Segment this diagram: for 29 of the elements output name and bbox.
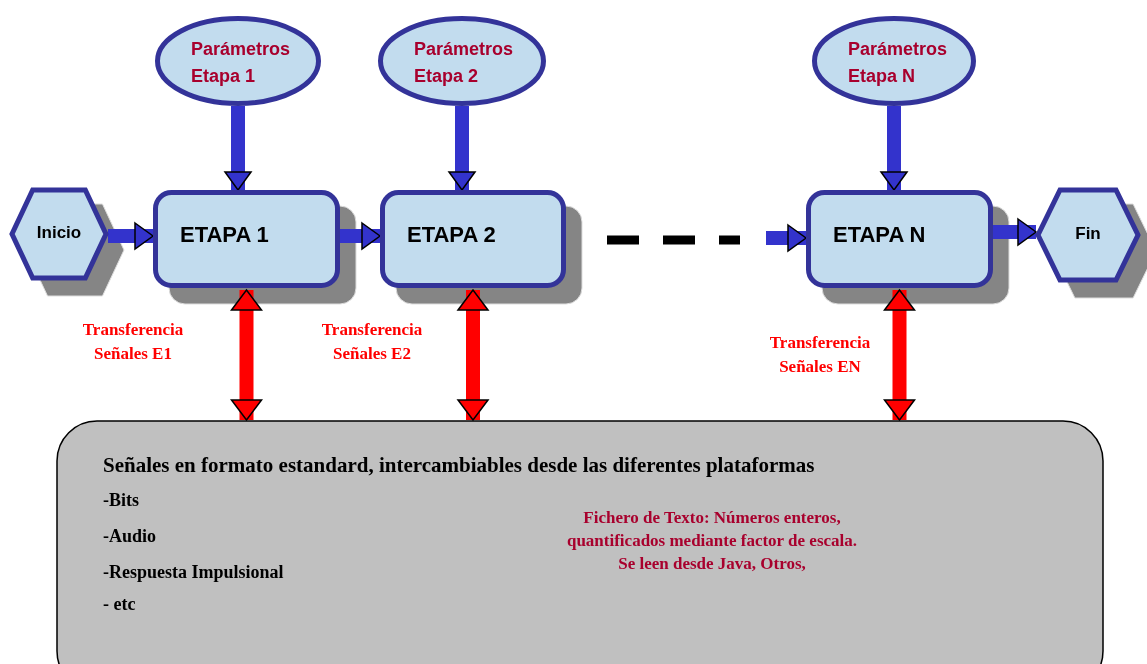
process-box — [153, 190, 340, 288]
node-label: Parámetros Etapa 1 — [191, 38, 292, 88]
terminal-hexagon — [1036, 188, 1140, 282]
block-arrow — [993, 218, 1037, 246]
double-arrow — [230, 289, 263, 421]
block-arrow — [108, 222, 154, 250]
edge-label: Transferencia Señales EN — [768, 332, 872, 378]
block-arrow — [224, 106, 252, 191]
block-arrow — [340, 222, 381, 250]
node-label: Parámetros Etapa 2 — [414, 38, 515, 88]
node-label: ETAPA 2 — [407, 222, 497, 248]
node-label: Parámetros Etapa N — [848, 38, 949, 88]
node-label: ETAPA 1 — [180, 222, 270, 248]
block-arrow — [448, 106, 476, 191]
parameter-ellipse — [155, 16, 321, 106]
parameter-ellipse — [378, 16, 546, 106]
terminal-hexagon — [10, 188, 108, 280]
block-arrow — [880, 106, 908, 191]
node-label: Inicio — [35, 223, 83, 243]
edge-label: Transferencia Señales E2 — [320, 319, 424, 365]
node-label: ETAPA N — [833, 222, 927, 248]
double-arrow — [457, 289, 489, 421]
node-label: Fin — [1074, 224, 1102, 244]
block-arrow — [766, 224, 807, 252]
parameter-ellipse — [812, 16, 976, 106]
double-arrow — [883, 289, 916, 421]
process-box — [380, 190, 566, 288]
process-box — [806, 190, 993, 288]
edge-label: Transferencia Señales E1 — [81, 319, 185, 365]
